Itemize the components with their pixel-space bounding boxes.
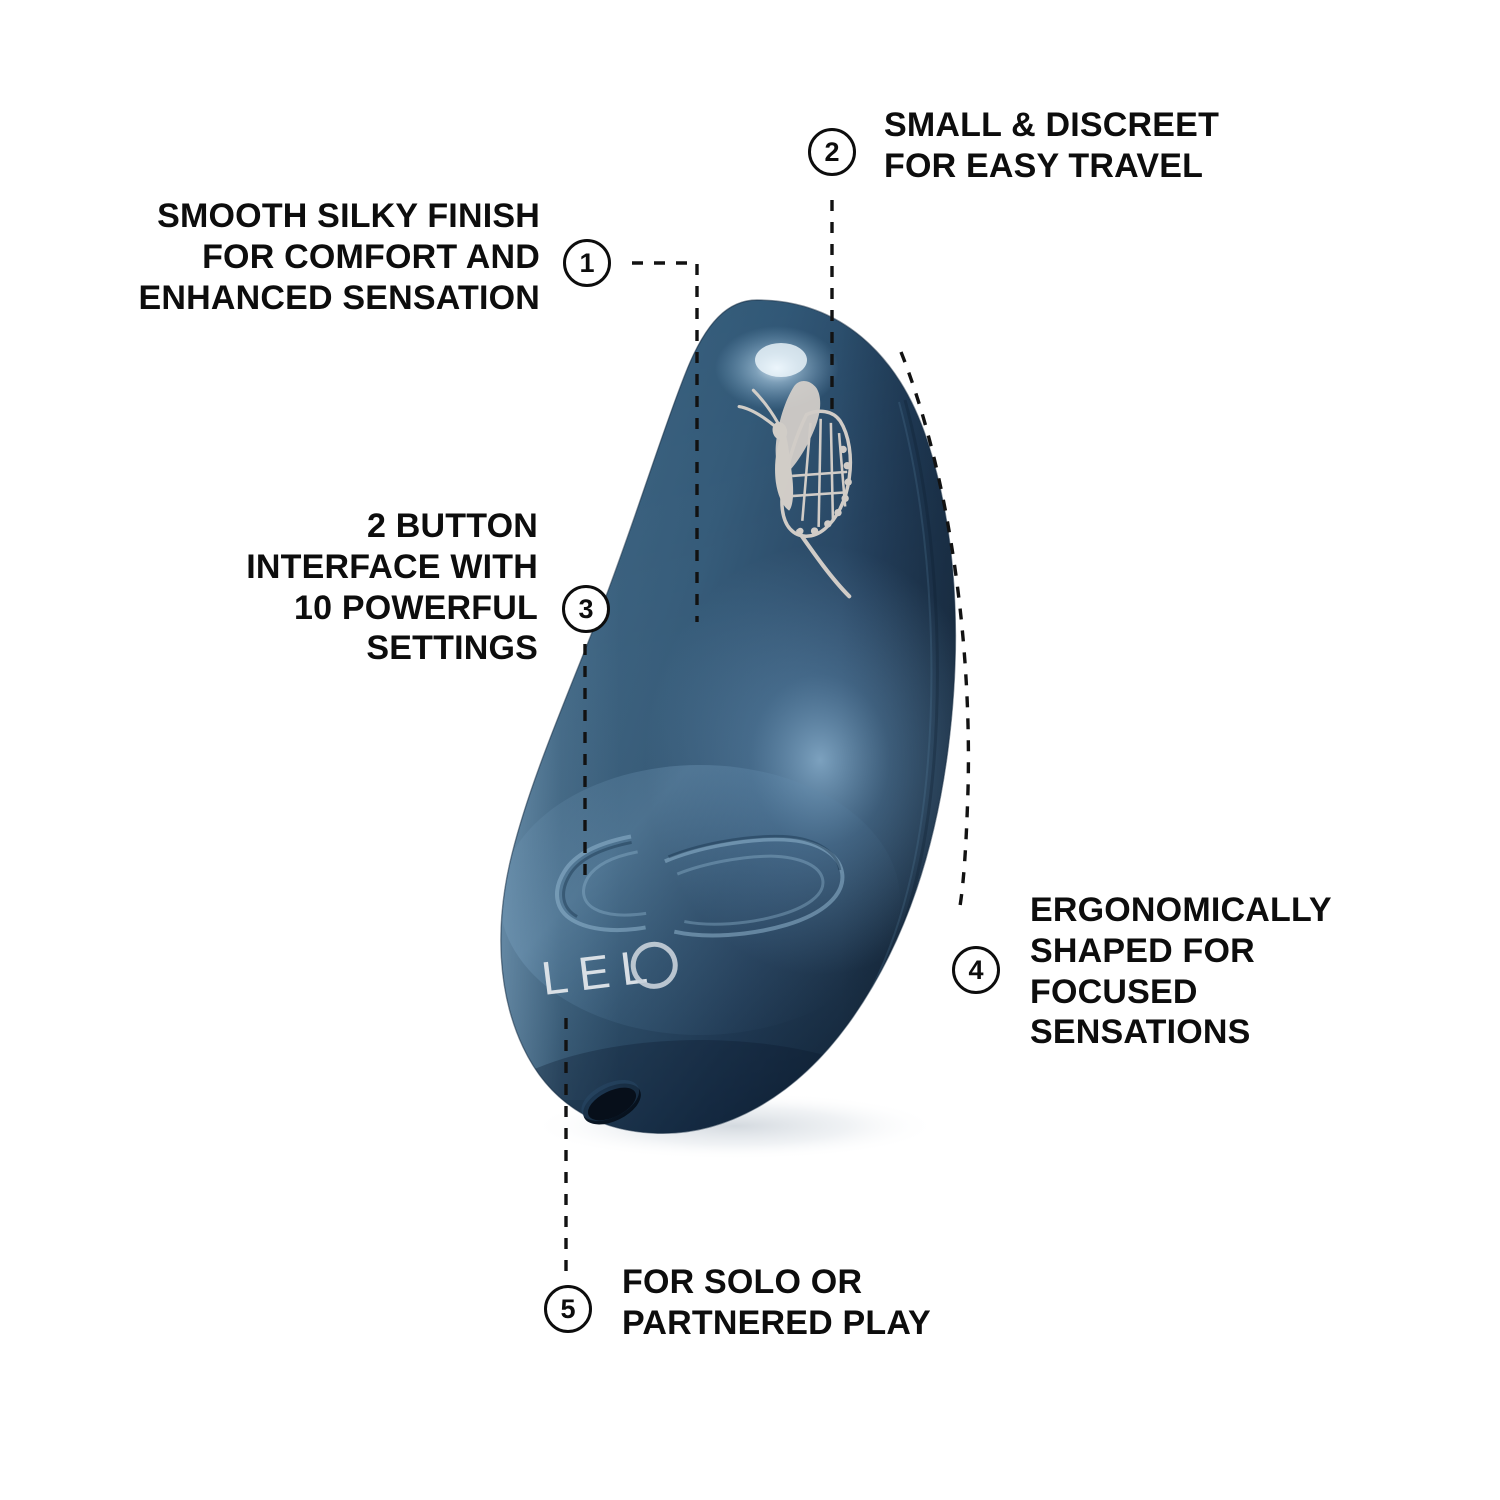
callout-ergonomically-shaped-text: ERGONOMICALLY SHAPED FOR FOCUSED SENSATI… bbox=[1030, 891, 1332, 1052]
butterfly-emblem bbox=[737, 380, 853, 599]
callout-number-2[interactable]: 2 bbox=[808, 128, 856, 176]
callout-two-button-interface-text: 2 BUTTON INTERFACE WITH 10 POWERFUL SETT… bbox=[246, 507, 538, 668]
callout-small-and-discreet-text: SMALL & DISCREET FOR EASY TRAVEL bbox=[884, 106, 1220, 185]
charging-port bbox=[581, 1079, 641, 1125]
callout-number-3[interactable]: 3 bbox=[562, 585, 610, 633]
button-plus-inner bbox=[676, 854, 825, 926]
callout-solo-or-partnered-play-text: FOR SOLO OR PARTNERED PLAY bbox=[622, 1263, 931, 1342]
button-minus-inner bbox=[582, 850, 647, 917]
button-interface bbox=[555, 834, 845, 938]
button-minus bbox=[555, 834, 646, 933]
callout-number-4[interactable]: 4 bbox=[952, 946, 1000, 994]
button-plus bbox=[664, 837, 845, 938]
callout-number-5[interactable]: 5 bbox=[544, 1285, 592, 1333]
callout-number-1[interactable]: 1 bbox=[563, 239, 611, 287]
callout-smooth-silky-finish-text: SMOOTH SILKY FINISH FOR COMFORT AND ENHA… bbox=[138, 197, 540, 317]
